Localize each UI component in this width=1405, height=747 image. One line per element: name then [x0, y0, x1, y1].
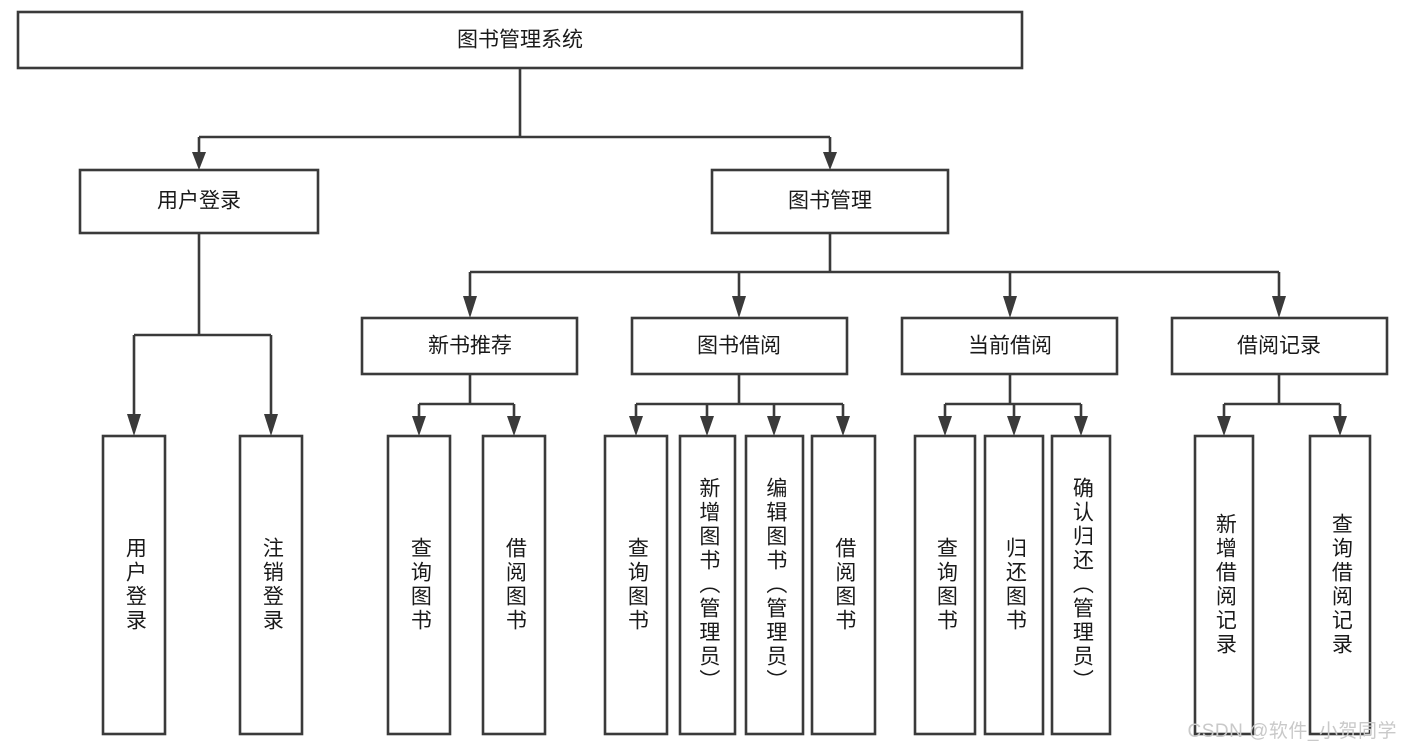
arrow-currentborrow-leaf-3: [1074, 416, 1088, 436]
arrow-newbook-leaf-2: [507, 416, 521, 436]
arrow-borrowrecord-leaf-2: [1333, 416, 1347, 436]
node-leaf-return-book[interactable]: [983, 434, 1045, 736]
arrow-bookmanage-to-borrow: [732, 296, 746, 318]
arrow-bookborrow-leaf-1: [629, 416, 643, 436]
node-root[interactable]: [16, 10, 1024, 70]
node-book-borrow-label: 图书借阅: [697, 335, 781, 358]
node-leaf-add-book[interactable]: [678, 434, 737, 736]
arrow-userlogin-leaf-2: [264, 414, 278, 436]
csdn-watermark: CSDN @软件_小贺同学: [1187, 721, 1397, 742]
arrow-borrowrecord-leaf-1: [1217, 416, 1231, 436]
node-leaf-borrow-book-2[interactable]: [810, 434, 877, 736]
arrow-bookborrow-leaf-4: [836, 416, 850, 436]
node-new-book-rec-label: 新书推荐: [428, 335, 512, 358]
node-borrow-record[interactable]: [1170, 316, 1389, 376]
arrow-currentborrow-leaf-1: [938, 416, 952, 436]
node-leaf-edit-book[interactable]: [744, 434, 805, 736]
connector-group: [127, 68, 1347, 436]
node-user-login[interactable]: [78, 168, 320, 235]
arrow-newbook-leaf-1: [412, 416, 426, 436]
arrow-bookmanage-to-record: [1272, 296, 1286, 318]
node-leaf-add-record[interactable]: [1193, 434, 1255, 736]
arrow-currentborrow-leaf-2: [1007, 416, 1021, 436]
arrow-bookborrow-leaf-3: [767, 416, 781, 436]
node-leaf-query-book-3[interactable]: [913, 434, 977, 736]
node-leaf-confirm-return[interactable]: [1050, 434, 1112, 736]
node-new-book-rec[interactable]: [360, 316, 579, 376]
arrow-bookmanage-to-current: [1003, 296, 1017, 318]
arrow-root-to-user-login: [192, 152, 206, 170]
node-book-borrow[interactable]: [630, 316, 849, 376]
node-current-borrow[interactable]: [900, 316, 1119, 376]
node-group: 图书管理系统 用户登录 图书管理 新书推荐 图书借阅 当前借阅 借阅记录: [16, 10, 1389, 736]
arrow-bookmanage-to-newbook: [463, 296, 477, 318]
node-leaf-user-login[interactable]: [101, 434, 167, 736]
node-leaf-query-book-1[interactable]: [386, 434, 452, 736]
arrow-bookborrow-leaf-2: [700, 416, 714, 436]
node-leaf-borrow-book-1[interactable]: [481, 434, 547, 736]
arrow-root-to-book-manage: [823, 152, 837, 170]
node-book-manage-label: 图书管理: [788, 190, 872, 213]
node-leaf-user-logout[interactable]: [238, 434, 304, 736]
node-root-label: 图书管理系统: [457, 29, 583, 52]
node-book-manage[interactable]: [710, 168, 950, 235]
node-current-borrow-label: 当前借阅: [968, 335, 1052, 358]
node-user-login-label: 用户登录: [157, 190, 241, 213]
node-leaf-query-record[interactable]: [1308, 434, 1372, 736]
node-borrow-record-label: 借阅记录: [1237, 335, 1321, 358]
node-leaf-query-book-2[interactable]: [603, 434, 669, 736]
arrow-userlogin-leaf-1: [127, 414, 141, 436]
